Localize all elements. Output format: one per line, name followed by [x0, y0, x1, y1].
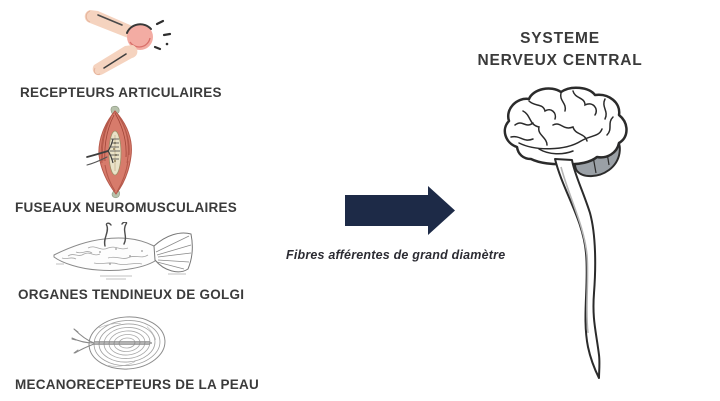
cns-title: SYSTEME NERVEUX CENTRAL	[440, 28, 680, 72]
receptor-label-articular: RECEPTEURS ARTICULAIRES	[20, 85, 222, 100]
golgi-tendon-organ-illustration-icon	[53, 222, 193, 280]
brain-spinal-cord-illustration-icon	[503, 86, 628, 379]
joint-receptor-illustration-icon	[84, 10, 172, 76]
cns-title-line2: NERVEUX CENTRAL	[477, 52, 643, 69]
receptor-label-mechanoreceptor: MECANORECEPTEURS DE LA PEAU	[15, 377, 260, 392]
pacinian-corpuscle-illustration-icon	[71, 316, 166, 370]
muscle-spindle-illustration-icon	[86, 105, 132, 199]
afferent-fibers-label: Fibres afférentes de grand diamètre	[286, 248, 506, 262]
receptor-label-spindle: FUSEAUX NEUROMUSCULAIRES	[15, 200, 238, 215]
right-arrow-icon	[345, 186, 455, 235]
receptor-label-golgi: ORGANES TENDINEUX DE GOLGI	[18, 287, 245, 302]
cns-title-line1: SYSTEME	[520, 30, 600, 47]
